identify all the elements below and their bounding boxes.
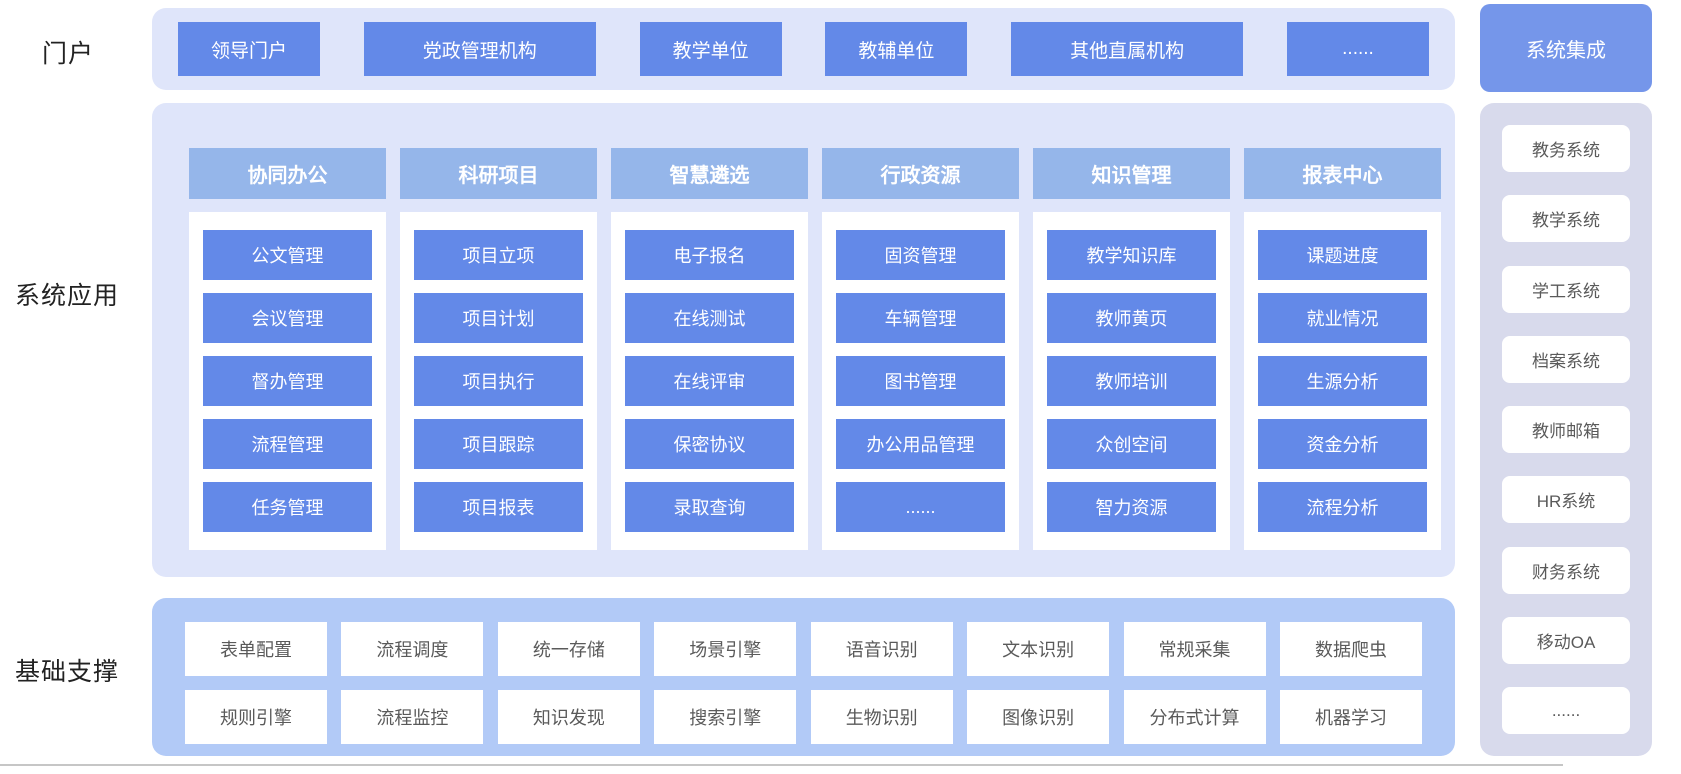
foundation-section-label: 基础支撑	[15, 658, 120, 686]
app-column: 智慧遴选 电子报名 在线测试 在线评审 保密协议 录取查询	[611, 103, 808, 577]
app-item: 保密协议	[625, 419, 794, 469]
app-item: 众创空间	[1047, 419, 1216, 469]
app-item: 教师培训	[1047, 356, 1216, 406]
portal-item: 其他直属机构	[1011, 22, 1244, 76]
app-item: 任务管理	[203, 482, 372, 532]
portal-item: 党政管理机构	[363, 22, 596, 76]
app-item: 课题进度	[1258, 230, 1427, 280]
app-column-header: 智慧遴选	[611, 148, 808, 199]
foundation-panel: 表单配置 流程调度 统一存储 场景引擎 语音识别 文本识别 常规采集 数据爬虫 …	[152, 598, 1455, 756]
app-item: 流程管理	[203, 419, 372, 469]
app-column-header: 协同办公	[189, 148, 386, 199]
integration-system: 档案系统	[1502, 335, 1630, 383]
app-item: 项目跟踪	[414, 419, 583, 469]
applications-panel: 协同办公 公文管理 会议管理 督办管理 流程管理 任务管理 科研项目 项目立项 …	[152, 103, 1455, 577]
foundation-cell: 知识发现	[497, 690, 640, 744]
integration-sidebar: 教务系统 教学系统 学工系统 档案系统 教师邮箱 HR系统 财务系统 移动OA …	[1480, 103, 1652, 756]
app-column: 报表中心 课题进度 就业情况 生源分析 资金分析 流程分析	[1244, 103, 1441, 577]
portal-item: 领导门户	[178, 22, 320, 76]
app-item: 教师黄页	[1047, 293, 1216, 343]
app-item: 会议管理	[203, 293, 372, 343]
app-item: 生源分析	[1258, 356, 1427, 406]
app-item: 项目执行	[414, 356, 583, 406]
integration-system: 教师邮箱	[1502, 406, 1630, 453]
portal-item-more: ......	[1286, 22, 1429, 76]
app-item: 教学知识库	[1047, 230, 1216, 280]
integration-title-card: 系统集成	[1480, 4, 1652, 92]
foundation-cell: 文本识别	[967, 622, 1110, 676]
app-column-card: 固资管理 车辆管理 图书管理 办公用品管理 ......	[822, 212, 1019, 550]
applications-section-label: 系统应用	[15, 282, 120, 310]
foundation-cell: 流程监控	[341, 690, 484, 744]
app-item: 电子报名	[625, 230, 794, 280]
foundation-cell: 分布式计算	[1123, 690, 1266, 744]
foundation-row: 表单配置 流程调度 统一存储 场景引擎 语音识别 文本识别 常规采集 数据爬虫	[185, 622, 1422, 676]
app-column-card: 教学知识库 教师黄页 教师培训 众创空间 智力资源	[1033, 212, 1230, 550]
foundation-cell: 场景引擎	[654, 622, 797, 676]
app-item: 督办管理	[203, 356, 372, 406]
app-item: 项目立项	[414, 230, 583, 280]
app-column-header: 行政资源	[822, 148, 1019, 199]
app-item: 就业情况	[1258, 293, 1427, 343]
footer-divider-line	[0, 764, 1563, 766]
app-column-card: 课题进度 就业情况 生源分析 资金分析 流程分析	[1244, 212, 1441, 550]
app-column-header: 科研项目	[400, 148, 597, 199]
app-item: 在线评审	[625, 356, 794, 406]
foundation-cell: 统一存储	[497, 622, 640, 676]
app-item: 在线测试	[625, 293, 794, 343]
integration-system: 移动OA	[1502, 616, 1630, 664]
foundation-cell: 搜索引擎	[654, 690, 797, 744]
app-item: 办公用品管理	[836, 419, 1005, 469]
app-item: 流程分析	[1258, 482, 1427, 532]
app-item: 公文管理	[203, 230, 372, 280]
app-column: 科研项目 项目立项 项目计划 项目执行 项目跟踪 项目报表	[400, 103, 597, 577]
app-column-header: 知识管理	[1033, 148, 1230, 199]
portal-item: 教辅单位	[825, 22, 968, 76]
foundation-cell: 数据爬虫	[1279, 622, 1422, 676]
app-column-header: 报表中心	[1244, 148, 1441, 199]
app-column-card: 项目立项 项目计划 项目执行 项目跟踪 项目报表	[400, 212, 597, 550]
app-item: 图书管理	[836, 356, 1005, 406]
app-item: 项目报表	[414, 482, 583, 532]
app-item: 录取查询	[625, 482, 794, 532]
foundation-cell: 表单配置	[185, 622, 327, 676]
integration-system: 学工系统	[1502, 265, 1630, 313]
foundation-row: 规则引擎 流程监控 知识发现 搜索引擎 生物识别 图像识别 分布式计算 机器学习	[185, 690, 1422, 744]
foundation-cell: 生物识别	[810, 690, 953, 744]
foundation-cell: 规则引擎	[185, 690, 327, 744]
portal-section-label: 门户	[42, 40, 95, 68]
app-item-more: ......	[836, 482, 1005, 532]
portal-item: 教学单位	[639, 22, 782, 76]
app-item: 智力资源	[1047, 482, 1216, 532]
foundation-cell: 常规采集	[1123, 622, 1266, 676]
app-column: 协同办公 公文管理 会议管理 督办管理 流程管理 任务管理	[189, 103, 386, 577]
foundation-cell: 图像识别	[967, 690, 1110, 744]
foundation-cell: 机器学习	[1279, 690, 1422, 744]
foundation-cell: 流程调度	[341, 622, 484, 676]
app-column: 行政资源 固资管理 车辆管理 图书管理 办公用品管理 ......	[822, 103, 1019, 577]
app-item: 车辆管理	[836, 293, 1005, 343]
integration-system: HR系统	[1502, 476, 1630, 524]
integration-system: 教务系统	[1502, 125, 1630, 172]
integration-system: 教学系统	[1502, 195, 1630, 243]
portal-panel: 领导门户 党政管理机构 教学单位 教辅单位 其他直属机构 ......	[152, 8, 1455, 90]
foundation-cell: 语音识别	[810, 622, 953, 676]
app-item: 资金分析	[1258, 419, 1427, 469]
app-item: 项目计划	[414, 293, 583, 343]
applications-columns: 协同办公 公文管理 会议管理 督办管理 流程管理 任务管理 科研项目 项目立项 …	[152, 103, 1455, 577]
app-item: 固资管理	[836, 230, 1005, 280]
app-column: 知识管理 教学知识库 教师黄页 教师培训 众创空间 智力资源	[1033, 103, 1230, 577]
integration-system-more: ......	[1502, 687, 1630, 734]
app-column-card: 电子报名 在线测试 在线评审 保密协议 录取查询	[611, 212, 808, 550]
integration-system: 财务系统	[1502, 546, 1630, 594]
app-column-card: 公文管理 会议管理 督办管理 流程管理 任务管理	[189, 212, 386, 550]
